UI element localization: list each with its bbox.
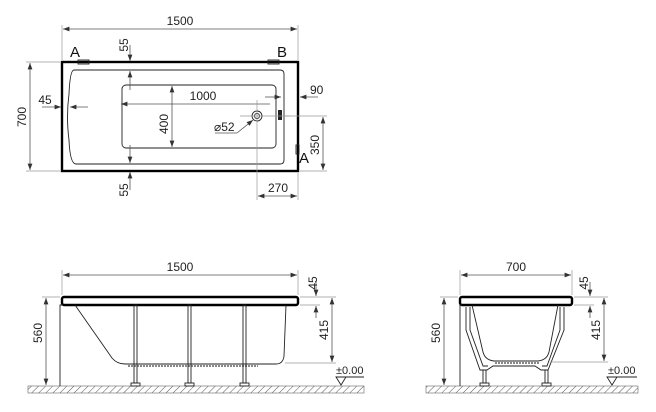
end-leg-frame-inner-right xyxy=(542,307,561,367)
side-dim-560: 560 xyxy=(31,323,45,343)
side-panel xyxy=(59,304,63,386)
dim-90: 90 xyxy=(310,83,324,97)
section-label-a: A xyxy=(70,44,80,61)
section-label-a-side: A xyxy=(299,150,309,167)
overflow-icon xyxy=(278,110,282,120)
side-view: 1500 560 45 415 ±0.00 xyxy=(27,260,365,394)
end-dim-415: 415 xyxy=(589,320,603,340)
end-leg-right xyxy=(544,369,549,384)
end-level-marker-icon xyxy=(606,376,618,386)
dim-1000: 1000 xyxy=(190,89,217,103)
tub-outline xyxy=(60,60,300,173)
end-dim-560: 560 xyxy=(429,323,443,343)
end-dim-700: 700 xyxy=(506,260,526,274)
side-dim-45: 45 xyxy=(306,276,320,290)
side-floor-level: ±0.00 xyxy=(336,365,363,377)
dim-700: 700 xyxy=(15,107,29,127)
dim-45: 45 xyxy=(38,93,52,107)
side-dim-1500: 1500 xyxy=(167,260,194,274)
end-leg-frame xyxy=(465,307,565,371)
dim-1500: 1500 xyxy=(167,14,194,28)
top-view: 1500 700 45 55 55 1000 400 ⌀52 90 xyxy=(15,14,327,200)
rim-inner-edge xyxy=(67,69,285,165)
side-dim-415: 415 xyxy=(317,320,331,340)
dim-drain-diameter: ⌀52 xyxy=(214,120,235,134)
side-legs xyxy=(130,304,250,387)
end-rim xyxy=(458,295,574,307)
end-basin xyxy=(471,304,559,362)
dim-55-top: 55 xyxy=(117,38,131,52)
dim-55-bottom: 55 xyxy=(117,183,131,197)
side-basin xyxy=(74,304,287,365)
handle-a-side xyxy=(295,144,300,155)
end-leg-left xyxy=(482,369,487,384)
end-foot-left xyxy=(479,382,490,387)
end-floor-level: ±0.00 xyxy=(608,365,635,377)
basin-outline xyxy=(121,84,277,149)
handle-b xyxy=(267,59,280,65)
end-leg-frame-inner xyxy=(469,307,488,367)
floor-hatch xyxy=(27,385,365,394)
dim-270: 270 xyxy=(268,181,288,195)
side-rim xyxy=(60,295,300,307)
end-view: 700 560 45 415 ±0.00 xyxy=(425,260,639,394)
dim-400: 400 xyxy=(157,114,171,134)
end-panel xyxy=(459,304,462,386)
section-label-b: B xyxy=(277,44,287,61)
end-dim-45: 45 xyxy=(577,276,591,290)
dim-350: 350 xyxy=(308,135,322,155)
end-floor-hatch xyxy=(425,385,639,394)
level-marker-icon xyxy=(335,376,347,386)
end-foot-right xyxy=(541,382,552,387)
handle-a xyxy=(77,59,90,65)
